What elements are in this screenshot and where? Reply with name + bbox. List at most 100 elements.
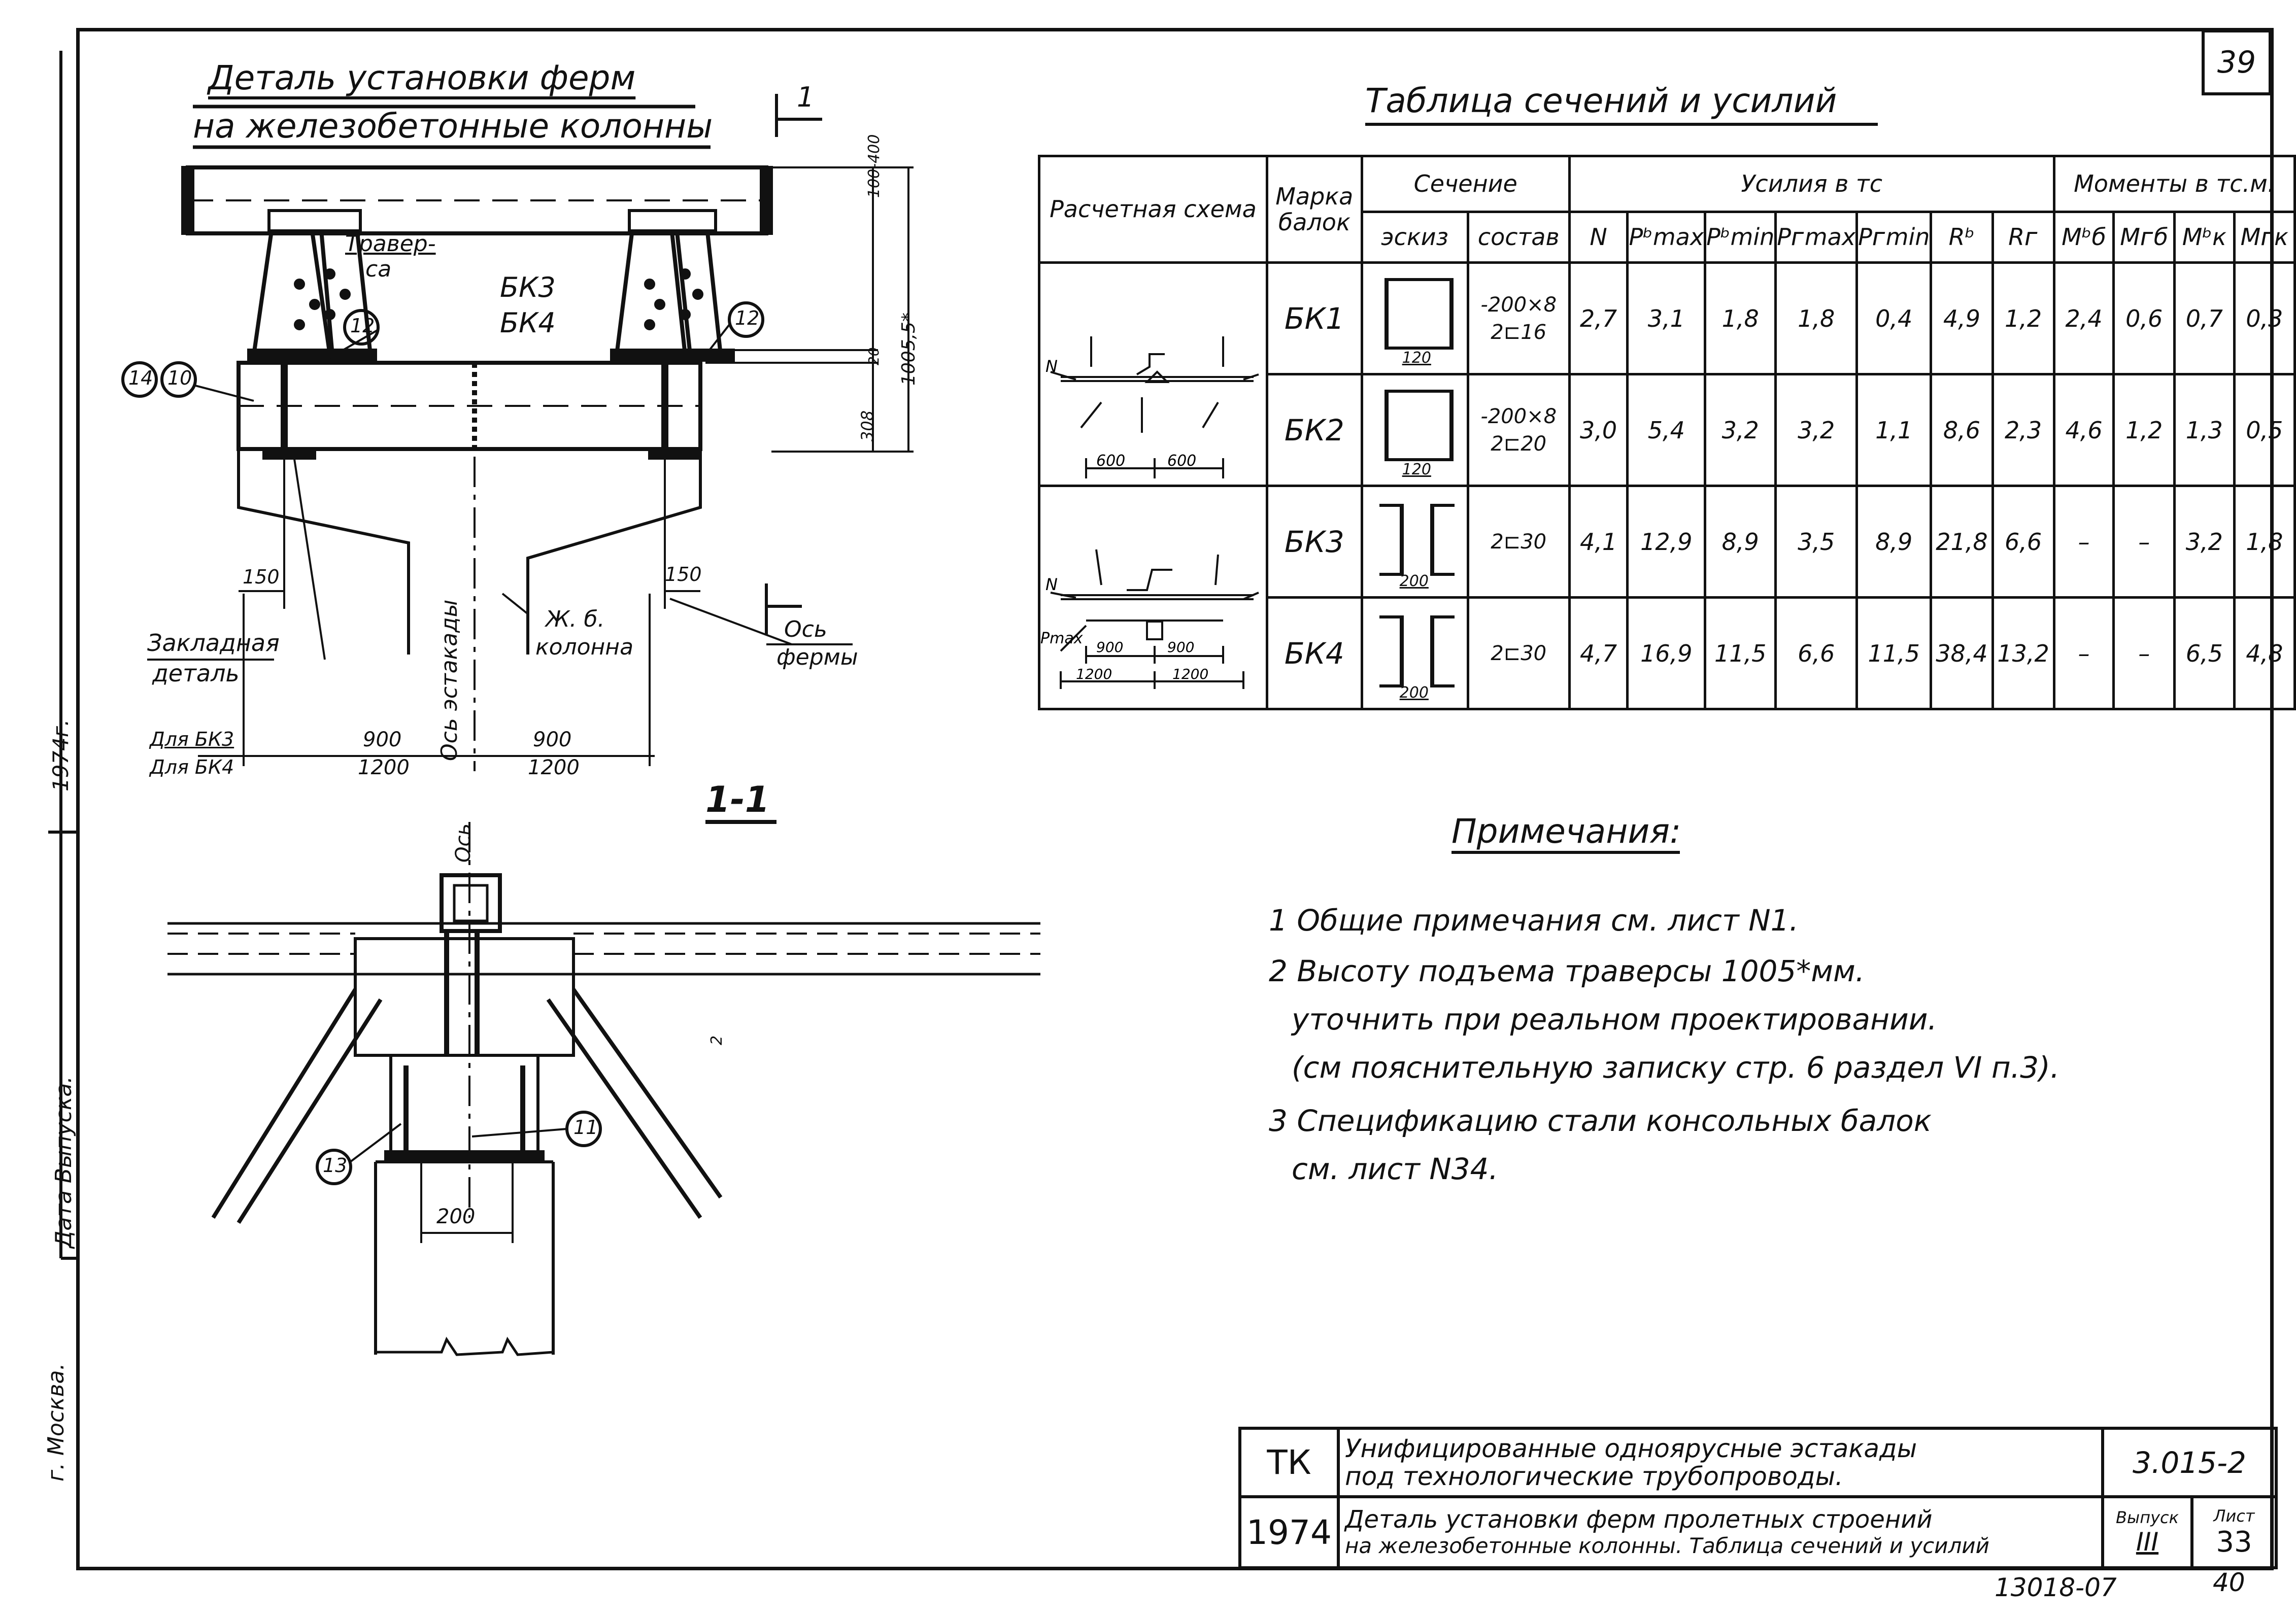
- hdr-m-b-b: Mᵇб: [2052, 211, 2115, 264]
- label-travers-1: Травер-: [345, 231, 436, 257]
- callout-12a: 12: [350, 315, 375, 337]
- cell-bk4-rb: 38,4: [1930, 596, 1994, 710]
- section-axis-label: Ось: [452, 823, 475, 863]
- cell-bk4-mkg: 4,8: [2233, 596, 2296, 710]
- sketch-dim-bk2: 120: [1402, 460, 1431, 478]
- table-title: Таблица сечений и усилий: [1365, 81, 1837, 120]
- sections-forces-table: Расчетная схема Марка балок Сечение Усил…: [1038, 155, 2296, 710]
- cell-bk1-rg: 1,2: [1991, 261, 2055, 375]
- tb-code: 3.015-2: [2101, 1427, 2278, 1498]
- cell-bk4-pmaxg: 6,6: [1774, 596, 1859, 710]
- cell-bk3-N: 4,1: [1568, 485, 1629, 599]
- label-column-2: колонна: [535, 634, 634, 660]
- hdr-m-k-g: Mᴦк: [2233, 211, 2296, 264]
- hdr-pmax-b: Pᵇmax: [1626, 211, 1707, 264]
- cell-bk2-pmaxb: 5,4: [1626, 373, 1707, 487]
- cell-bk3-ping: 8,9: [1855, 485, 1933, 599]
- tb-sheet: Лист 33: [2190, 1495, 2278, 1569]
- tb-issue-value: III: [2136, 1527, 2159, 1557]
- dim-height: 1005,5*: [898, 313, 919, 386]
- section-title: 1-1: [705, 779, 770, 820]
- hdr-moments: Моменты в тс.м.: [2052, 155, 2296, 213]
- cell-bk4-pminb: 11,5: [1704, 596, 1777, 710]
- dim-150b: 150: [665, 563, 702, 586]
- cell-bk2-rg: 2,3: [1991, 373, 2055, 487]
- dim-900b: 900: [533, 728, 572, 751]
- tb-year: 1974: [1238, 1495, 1340, 1569]
- callout-14: 14: [128, 367, 153, 389]
- label-column-1: Ж. б.: [546, 606, 605, 632]
- cell-bk3-mbb: –: [2052, 485, 2115, 599]
- cell-bk1-pminb: 1,8: [1704, 261, 1777, 375]
- drawing-frame: [76, 28, 2274, 1570]
- cell-bk3-pminb: 8,9: [1704, 485, 1777, 599]
- callout-12b: 12: [735, 307, 760, 329]
- cell-bk2-pmaxg: 3,2: [1774, 373, 1859, 487]
- scheme-drawing-1: 600 600 N: [1045, 336, 1259, 478]
- cell-bk2-mkg: 0,5: [2233, 373, 2296, 487]
- hdr-pmin-g: Pᴦmin: [1855, 211, 1933, 264]
- note-2-cont-2: (см пояснительную записку стр. 6 раздел …: [1292, 1050, 2060, 1085]
- cell-bk1-mkb: 0,7: [2173, 261, 2236, 375]
- dim-1200a: 1200: [358, 756, 410, 779]
- cell-bk4-ping: 11,5: [1855, 596, 1933, 710]
- tb-issue-label: Выпуск: [2115, 1508, 2179, 1527]
- label-for-bk4: Для БК4: [150, 756, 234, 778]
- tb-sheet-title-line1: Деталь установки ферм пролетных строений: [1344, 1505, 1933, 1534]
- comp-bk3: 2⊏30: [1466, 485, 1571, 599]
- tb-project-line2: под технологические трубопроводы.: [1344, 1461, 1843, 1491]
- cell-bk2-N: 3,0: [1568, 373, 1629, 487]
- mark-bk3: БК3: [1265, 485, 1363, 599]
- hdr-forces: Усилия в тс: [1568, 155, 2055, 213]
- cell-bk3-mbg: –: [2112, 485, 2176, 599]
- label-bk3: БК3: [500, 271, 556, 303]
- cell-bk4-mbb: –: [2052, 596, 2115, 710]
- dim-308: 308: [858, 410, 877, 441]
- hdr-sketch: эскиз: [1360, 211, 1469, 264]
- cell-bk1-mbg: 0,6: [2112, 261, 2176, 375]
- callout-13: 13: [323, 1154, 348, 1177]
- cell-bk1-pmaxb: 3,1: [1626, 261, 1707, 375]
- dim-small: 2: [708, 1035, 726, 1045]
- sheet-number-box: 39: [2202, 29, 2272, 95]
- tb-project-line1: Унифицированные одноярусные эстакады: [1344, 1433, 1917, 1463]
- cell-bk1-N: 2,7: [1568, 261, 1629, 375]
- hdr-composition: состав: [1466, 211, 1571, 264]
- cell-bk1-ping: 0,4: [1855, 261, 1933, 375]
- note-2: 2 Высоту подъема траверсы 1005*мм.: [1269, 954, 1865, 988]
- dim-900a: 900: [363, 728, 402, 751]
- cell-bk3-mkb: 3,2: [2173, 485, 2236, 599]
- scheme-1200b: 1200: [1172, 666, 1208, 682]
- label-truss-axis-2: фермы: [776, 644, 858, 670]
- dim-20: 20: [865, 347, 882, 365]
- label-embedded-2: деталь: [152, 660, 240, 687]
- table-row: 600 600 N БК1 120 -200×8 2⊏16 2,7 3,1 1,8…: [1038, 261, 2296, 487]
- label-truss-axis-1: Ось: [784, 616, 827, 642]
- note-2-cont-1: уточнить при реальном проектировании.: [1292, 1002, 1937, 1037]
- scheme-cell-2: 900 900 1200 1200 N Pmax: [1038, 485, 1268, 710]
- hdr-pmax-g: Pᴦmax: [1774, 211, 1859, 264]
- hdr-pmin-b: Pᵇmin: [1704, 211, 1777, 264]
- cell-bk1-rb: 4,9: [1930, 261, 1994, 375]
- mark-bk1: БК1: [1265, 261, 1363, 375]
- cell-bk4-pmaxb: 16,9: [1626, 596, 1707, 710]
- dim-150a: 150: [243, 566, 280, 588]
- detail-title-line1: Деталь установки ферм: [208, 58, 636, 97]
- scheme-1200a: 1200: [1076, 666, 1112, 682]
- comp-bk3-line1: 2⊏30: [1491, 530, 1547, 554]
- bottom-page: 40: [2213, 1568, 2245, 1597]
- comp-bk1-line1: -200×8: [1480, 293, 1557, 317]
- scheme-900a: 900: [1096, 639, 1123, 656]
- tb-sheet-value: 33: [2216, 1525, 2252, 1559]
- sketch-bk3: 200: [1360, 485, 1469, 599]
- cell-bk3-pmaxb: 12,9: [1626, 485, 1707, 599]
- comp-bk1-line2: 2⊏16: [1491, 320, 1547, 344]
- sketch-bk1: 120: [1360, 261, 1469, 375]
- scheme-drawing-2: 900 900 1200 1200 N Pmax: [1041, 549, 1259, 689]
- detail-title-line2: на железобетонные колонны: [193, 107, 713, 146]
- title-block: ТК Унифицированные одноярусные эстакады …: [1238, 1427, 2278, 1569]
- dim-1200b: 1200: [528, 756, 580, 779]
- callout-10: 10: [167, 367, 192, 389]
- comp-bk1: -200×8 2⊏16: [1466, 261, 1571, 375]
